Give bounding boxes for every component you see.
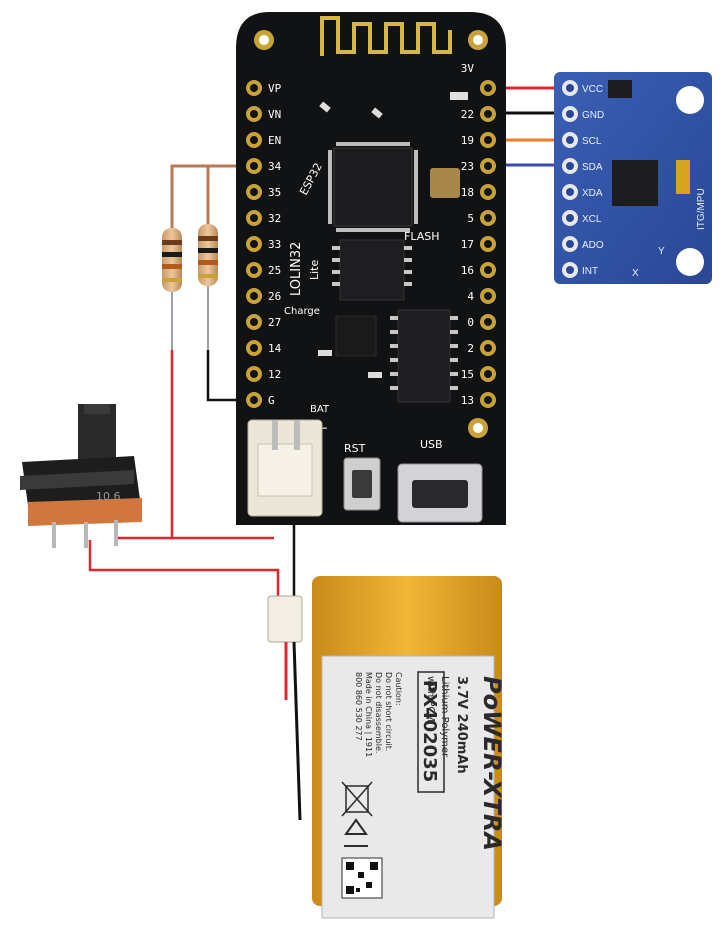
pin-label-right: 19 <box>461 134 474 147</box>
usb-port[interactable] <box>397 463 483 523</box>
pin-label-left: 25 <box>268 264 281 277</box>
sensor-pin-label: SCL <box>582 136 602 147</box>
pin-label-left: 27 <box>268 316 281 329</box>
pin-label-right: 4 <box>467 290 474 303</box>
pin-label-left: 34 <box>268 160 282 173</box>
mpu-sensor-board: VCC GND SCL SDA XDA XCL ADO INT ITG/MPU … <box>554 72 712 284</box>
pin-label-right: 22 <box>461 108 474 121</box>
resistor-left <box>162 228 182 292</box>
mount-hole <box>676 248 704 276</box>
left-pin-header: VP VN EN 34 35 32 33 25 26 27 14 12 G <box>246 80 282 408</box>
lipo-battery: PoWER-XTRA 3.7V 240mAh Lithium Polymer w… <box>267 576 506 919</box>
sensor-model-label: ITG/MPU <box>696 188 707 230</box>
minus-label: − <box>318 421 328 435</box>
pin-label-right: 17 <box>461 238 474 251</box>
pin-label-left: 33 <box>268 238 281 251</box>
pin-label-left: 12 <box>268 368 281 381</box>
pin-label-left: 26 <box>268 290 281 303</box>
sensor-pin-label: INT <box>582 266 598 277</box>
slide-switch[interactable]: 10.6 <box>20 404 142 548</box>
pin-label-right: 15 <box>461 368 474 381</box>
resistor-right <box>198 224 218 286</box>
usb-label: USB <box>420 438 443 451</box>
sensor-pin-label: VCC <box>582 84 603 95</box>
pin-label-left: VN <box>268 108 281 121</box>
esp32-chip <box>333 147 413 227</box>
switch-marking: 10.6 <box>96 490 121 503</box>
usb-serial-chip <box>397 309 451 403</box>
wire-switch-battery <box>88 540 280 598</box>
caution-line: Do not short circuit. <box>384 672 393 751</box>
pin-label-right: 16 <box>461 264 474 277</box>
wire-gnd-divider <box>206 350 246 402</box>
board-name: LOLIN32 <box>289 242 304 296</box>
battery-model: PX402035 <box>419 680 440 782</box>
caution-line: Do not disassemble. <box>374 672 383 753</box>
pin-label-left: 32 <box>268 212 281 225</box>
right-pin-header: 3V 22 19 23 18 5 17 16 4 0 2 15 13 <box>461 62 496 408</box>
flash-label: FLASH <box>404 230 440 243</box>
charge-label: Charge <box>284 306 320 317</box>
sensor-pin-label: GND <box>582 110 604 121</box>
crystal <box>430 168 460 198</box>
mpu-chip <box>612 160 658 206</box>
pin-label-left: 35 <box>268 186 281 199</box>
sensor-pin-label: XDA <box>582 188 603 199</box>
caution-line: 800 860 530 277 <box>354 672 363 741</box>
regulator <box>335 315 377 357</box>
sensor-pins: VCC GND SCL SDA XDA XCL ADO INT <box>562 80 604 278</box>
weee-bin-icon <box>341 781 373 817</box>
battery-brand: PoWER-XTRA <box>478 676 506 851</box>
pin-label-right: 5 <box>467 212 474 225</box>
pin-label-right: 18 <box>461 186 474 199</box>
battery-spec: 3.7V 240mAh <box>454 676 469 774</box>
pin-label-left: G <box>268 394 275 407</box>
sensor-pin-label: XCL <box>582 214 602 225</box>
qr-code-icon <box>341 857 383 899</box>
battery-pcm: with PCM <box>425 676 436 722</box>
recycle-icon <box>344 818 368 847</box>
pin-label-left: 14 <box>268 342 282 355</box>
caution-line: Caution: <box>394 672 403 706</box>
capacitor <box>676 160 690 194</box>
pin-label-right: 0 <box>467 316 474 329</box>
axis-y-label: Y <box>658 246 665 257</box>
bat-label: BAT <box>310 404 330 415</box>
pin-label-right: 3V <box>461 62 475 75</box>
model-box <box>417 671 445 793</box>
rst-button[interactable] <box>343 457 381 511</box>
wire-sense-34 <box>170 164 246 240</box>
pin-label-right: 2 <box>467 342 474 355</box>
axis-x-label: X <box>632 268 639 279</box>
pin-label-left: VP <box>268 82 282 95</box>
pin-label-right: 13 <box>461 394 474 407</box>
sensor-pin-label: SDA <box>582 162 603 173</box>
sensor-pin-label: ADO <box>582 240 604 251</box>
regulator <box>608 80 632 98</box>
battery-plug <box>267 595 303 643</box>
pin-label-right: 23 <box>461 160 474 173</box>
led <box>450 92 468 100</box>
flash-chip <box>339 239 405 301</box>
antenna-trace <box>320 16 452 56</box>
caution-line: Made in China | 1911 <box>364 672 373 757</box>
board-name-suffix: Lite <box>308 260 321 280</box>
pin-label-left: EN <box>268 134 281 147</box>
wires <box>88 86 566 598</box>
mount-hole <box>676 86 704 114</box>
rst-label: RST <box>344 442 366 455</box>
lolin32-board: VP VN EN 34 35 32 33 25 26 27 14 12 G 3V… <box>236 12 506 525</box>
battery-connector <box>247 419 323 517</box>
